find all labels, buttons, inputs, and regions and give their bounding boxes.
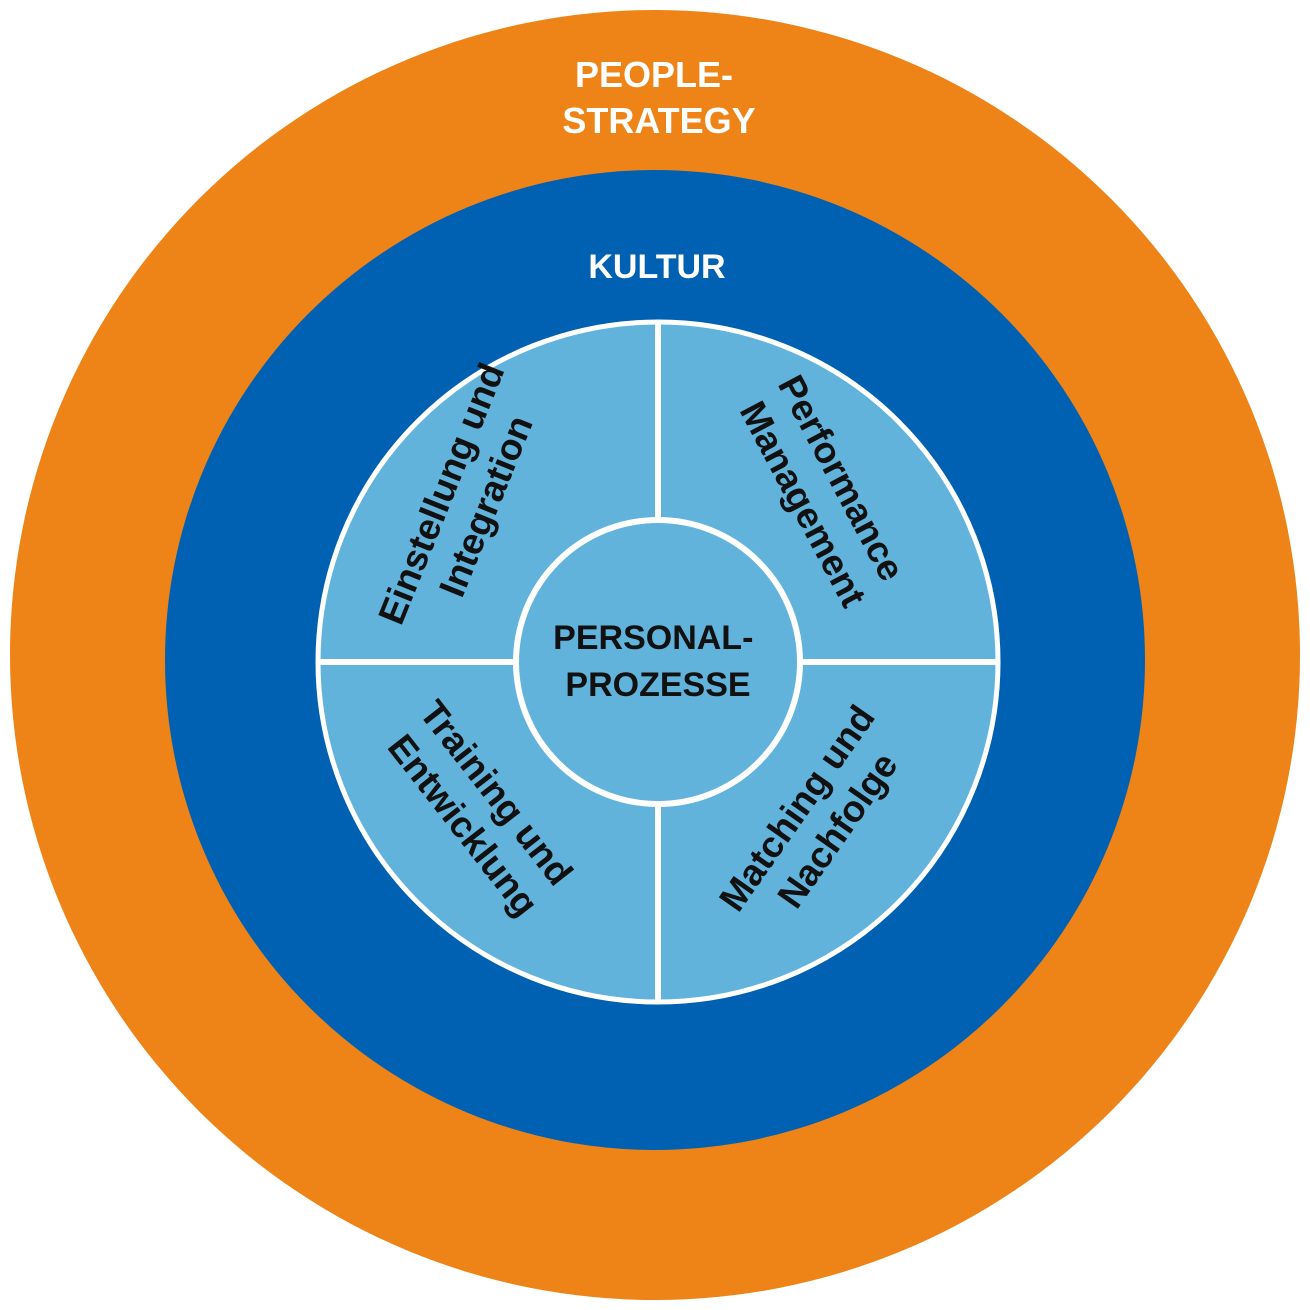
people-strategy-line2: STRATEGY — [562, 100, 755, 141]
core-line2: PROZESSE — [565, 666, 750, 704]
kultur-label: KULTUR — [588, 248, 725, 286]
people-strategy-line1: PEOPLE- — [575, 54, 733, 95]
core-label: PERSONAL- PROZESSE — [553, 619, 763, 704]
people-strategy-label: PEOPLE- STRATEGY — [562, 54, 755, 141]
core-circle — [513, 517, 803, 807]
core-line1: PERSONAL- — [553, 619, 753, 657]
